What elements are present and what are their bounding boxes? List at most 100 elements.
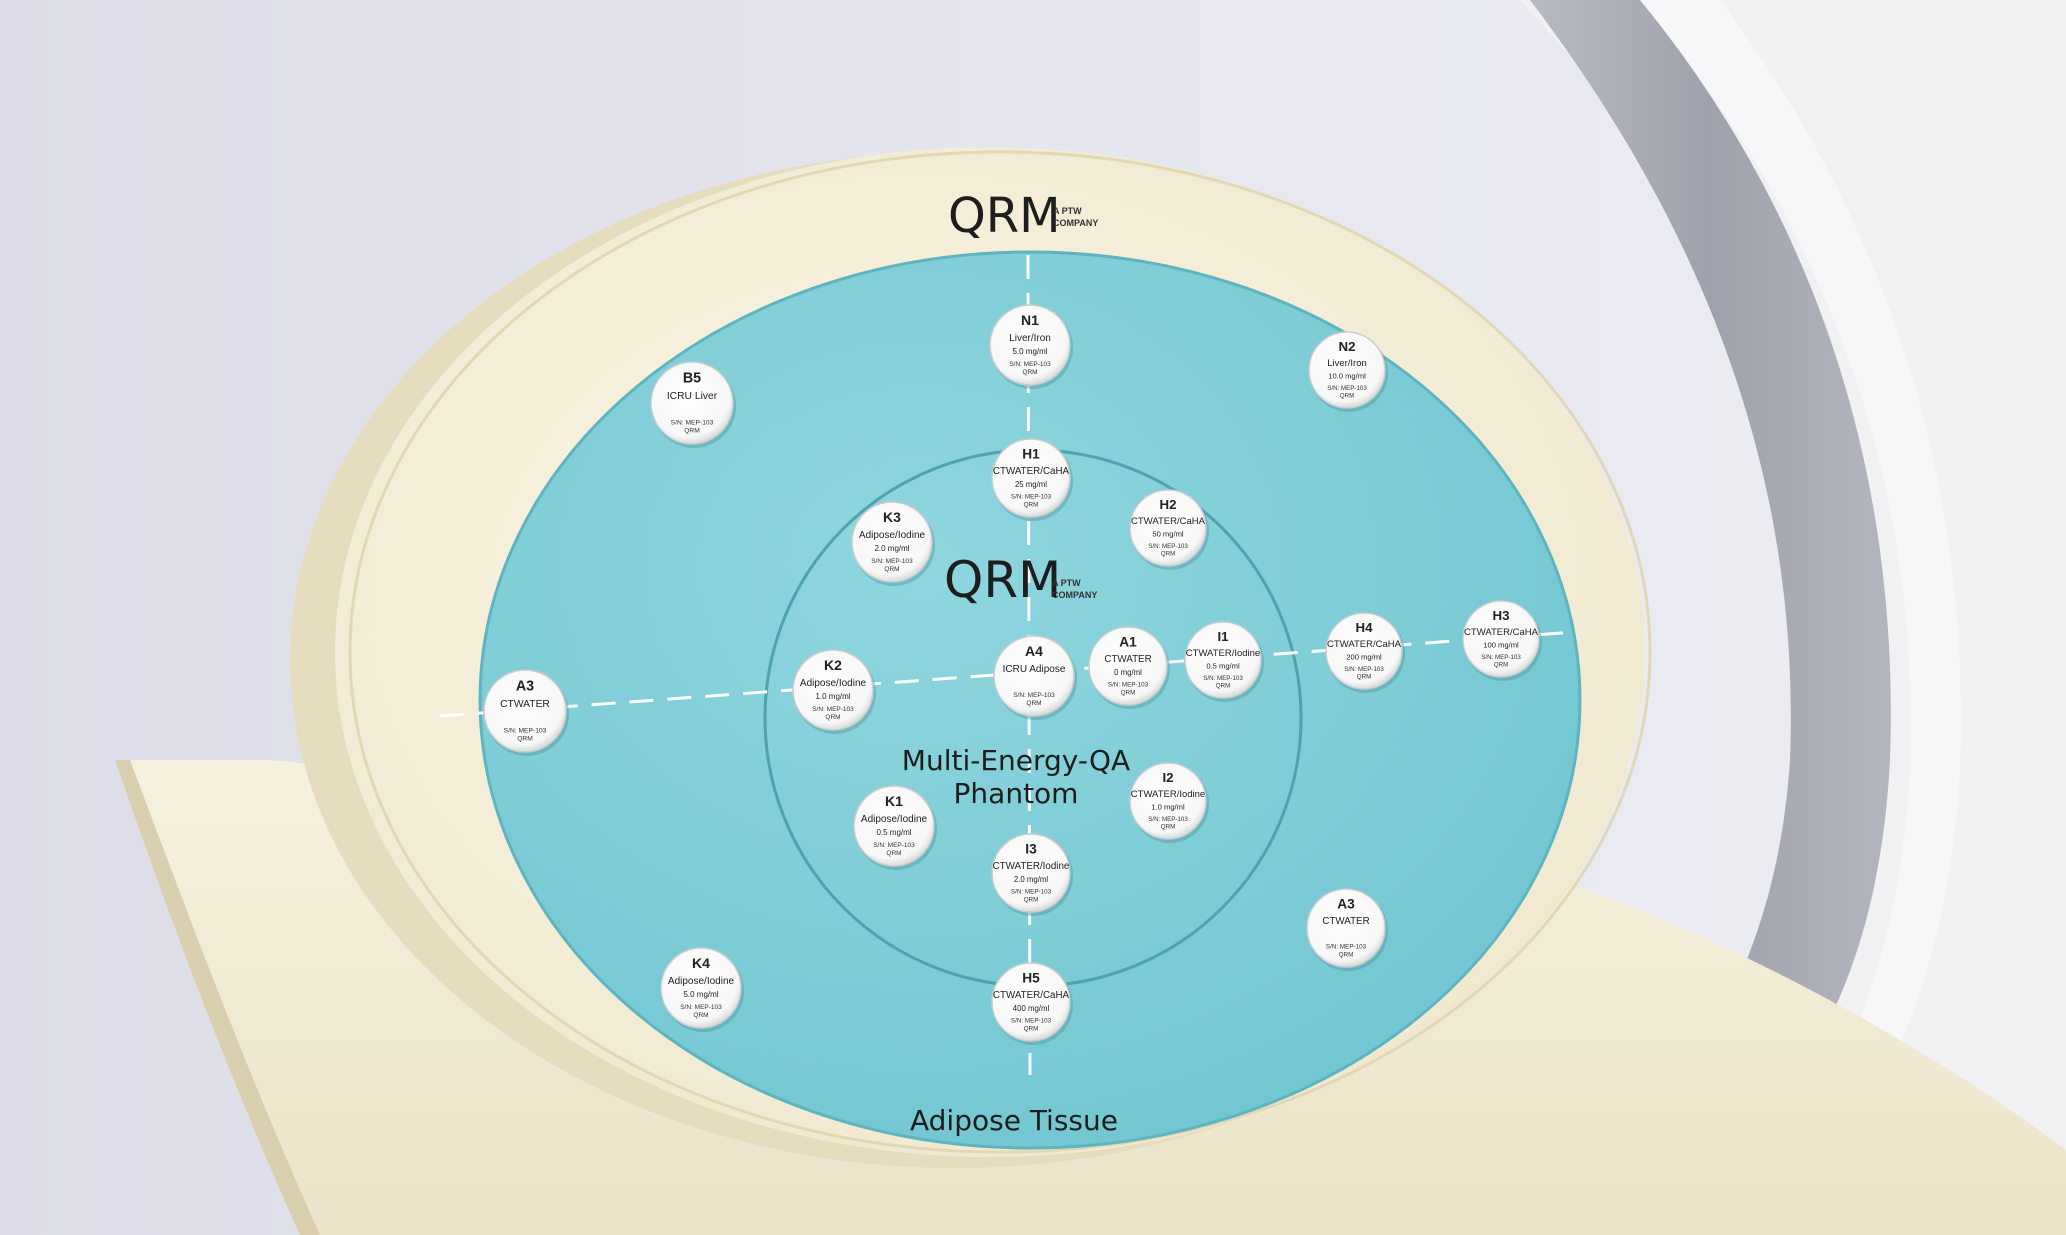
insert-serial: S/N: MEP-103 [1013,692,1055,699]
insert-id: K2 [824,657,842,673]
insert-material: Liver/Iron [1327,358,1367,369]
insert-maker: QRM [825,714,840,721]
insert-id: H1 [1022,447,1040,462]
insert-material: CTWATER/Iodine [1131,789,1205,800]
insert-maker: QRM [1216,683,1230,690]
insert-serial: S/N: MEP-103 [1011,493,1052,500]
insert-maker: QRM [884,566,899,573]
insert-id: H4 [1356,620,1374,635]
insert-disc [851,501,933,583]
insert-material: CTWATER [500,699,550,710]
insert-maker: QRM [1022,369,1037,376]
insert-disc [991,833,1071,913]
insert-disc [989,304,1071,386]
insert-concentration: 200 mg/ml [1346,653,1382,662]
insert-material: CTWATER/Iodine [993,861,1070,872]
insert-id: K4 [692,955,710,971]
insert-disc [1129,489,1207,567]
insert-maker: QRM [1161,551,1175,558]
insert-concentration: 25 mg/ml [1015,480,1047,489]
logo-brand: QRM [948,188,1061,244]
insert-id: H5 [1022,971,1040,986]
insert-disc [650,361,734,445]
svg-text:Phantom: Phantom [954,777,1079,810]
body-material-label: Adipose Tissue [910,1104,1118,1137]
insert-id: K3 [883,509,901,525]
insert-serial: S/N: MEP-103 [1326,943,1367,950]
insert-serial: S/N: MEP-103 [1011,1017,1052,1024]
insert-disc [1462,600,1540,678]
insert-serial: S/N: MEP-103 [812,706,854,713]
insert-material: CTWATER/CaHA [1464,627,1539,638]
insert-id: A3 [516,679,534,695]
insert-maker: QRM [1024,896,1039,903]
insert-material: Adipose/Iodine [800,678,867,689]
insert-maker: QRM [1340,393,1354,400]
insert-id: H3 [1493,608,1510,623]
insert-id: B5 [683,371,701,387]
insert-serial: S/N: MEP-103 [671,420,714,427]
qrm-logo-center: QRM A PTW COMPANY [944,551,1097,609]
svg-text:A PTW: A PTW [1052,578,1081,588]
svg-text:COMPANY: COMPANY [1053,218,1098,228]
insert-maker: QRM [1024,501,1039,508]
insert-maker: QRM [1494,662,1508,669]
insert-material: CTWATER/CaHA [993,990,1070,1001]
insert-serial: S/N: MEP-103 [1344,666,1384,673]
insert-serial: S/N: MEP-103 [871,558,913,565]
insert-material: CTWATER/CaHA [1327,639,1402,650]
insert-serial: S/N: MEP-103 [1148,816,1188,823]
insert-maker: QRM [693,1012,708,1019]
insert-maker: QRM [1357,674,1371,681]
insert-disc [853,785,935,867]
insert-concentration: 1.0 mg/ml [1151,803,1185,812]
insert-material: CTWATER/CaHA [993,466,1070,477]
insert-material: ICRU Adipose [1003,664,1066,675]
insert-disc [993,635,1075,717]
scanner-ring [1530,0,1891,1190]
insert-disc [1306,888,1386,968]
svg-text:COMPANY: COMPANY [1052,590,1097,600]
phantom-title: Multi-Energy-QA Phantom [902,744,1130,810]
insert-disc [991,438,1071,518]
insert-id: A1 [1119,635,1137,650]
insert-serial: S/N: MEP-103 [1011,888,1052,895]
insert-maker: QRM [1121,689,1136,696]
insert-id: I2 [1162,770,1173,785]
insert-concentration: 2.0 mg/ml [1014,875,1048,884]
insert-serial: S/N: MEP-103 [504,728,547,735]
insert-material: Liver/Iron [1009,333,1051,344]
insert-material: CTWATER [1322,916,1369,927]
insert-maker: QRM [886,850,901,857]
insert-material: CTWATER [1104,654,1151,665]
crosshair-lines [439,254,1576,1076]
insert-maker: QRM [1161,824,1175,831]
insert-serial: S/N: MEP-103 [873,842,915,849]
insert-disc [991,962,1071,1042]
insert-id: A4 [1025,643,1043,659]
logo-brand-center: QRM [944,551,1061,609]
scanner-gantry [1520,0,2066,1235]
insert-concentration: 1.0 mg/ml [815,692,850,701]
qrm-logo-top: QRM A PTW COMPANY [948,188,1098,244]
insert-concentration: 10.0 mg/ml [1328,372,1366,381]
insert-maker: QRM [1024,1025,1039,1032]
insert-serial: S/N: MEP-103 [1009,361,1051,368]
insert-concentration: 50 mg/ml [1152,530,1184,539]
insert-maker: QRM [517,736,533,743]
svg-text:Multi-Energy-QA: Multi-Energy-QA [902,744,1130,777]
